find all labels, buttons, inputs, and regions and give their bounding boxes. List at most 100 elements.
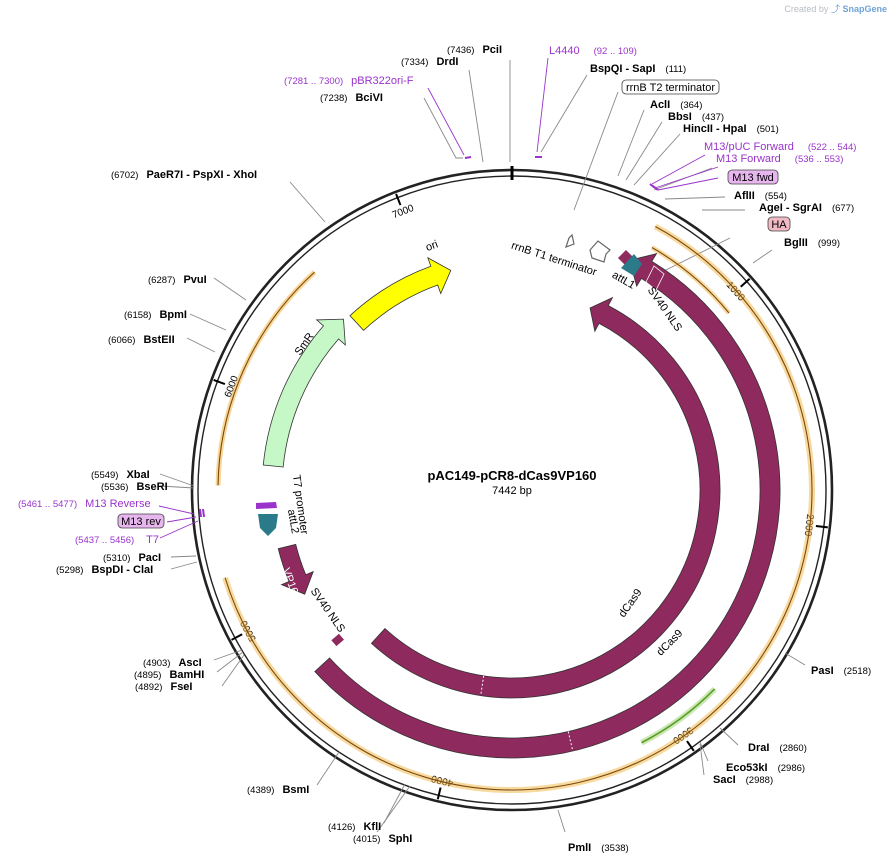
- site-label-part: DraI: [748, 742, 769, 754]
- primer-label-part: (5461 .. 5477): [18, 499, 77, 510]
- dcas9-inner-label: dCas9: [617, 587, 645, 620]
- primer-label-part: (92 .. 109): [594, 46, 637, 57]
- primer-label-part: L4440: [549, 45, 580, 57]
- primer-label-part: M13 Forward: [716, 153, 781, 165]
- rrnb-t1-terminator-label: rrnB T1 terminator: [510, 240, 599, 279]
- site-label: (4903)AscI: [143, 657, 202, 669]
- t7-promoter-arrow: [256, 502, 277, 509]
- site-label: DraI (2860): [748, 742, 807, 754]
- site-label-part: (5310): [103, 553, 130, 564]
- dcas9-outer-arrow: [314, 253, 781, 759]
- primer-label-part: pBR322ori-F: [351, 75, 414, 87]
- m13-rev-label-box: [117, 513, 165, 529]
- site-label-part: BbsI: [668, 111, 692, 123]
- site-label: PmlI (3538): [568, 842, 629, 854]
- site-label-part: AgeI - SgrAI: [759, 202, 822, 214]
- scale-tick: [395, 193, 402, 206]
- site-label-part: (2860): [779, 743, 806, 754]
- site-label-part: (554): [765, 191, 787, 202]
- site-label-part: DrdI: [436, 56, 458, 68]
- site-label: (7334) DrdI: [401, 56, 458, 68]
- site-label-part: (501): [757, 124, 779, 135]
- scale-tick: [686, 740, 695, 752]
- site-label: (5549) XbaI: [91, 469, 150, 481]
- plasmid-name: pAC149-pCR8-dCas9VP160: [427, 468, 596, 483]
- vp160-arrow: [277, 543, 314, 595]
- site-label-part: (6287): [148, 275, 175, 286]
- site-label: (4389)BsmI: [247, 784, 309, 796]
- orf-arc-top-right-line: [651, 247, 730, 314]
- dcas9-separator: [480, 675, 485, 696]
- site-label: (7238)BciVI: [320, 92, 383, 104]
- site-leader-lines: [159, 60, 806, 833]
- site-label: (5298)BspDI - ClaI: [56, 564, 153, 576]
- primer-label-part: (7281 .. 7300): [284, 76, 343, 87]
- site-label-part: (3538): [601, 843, 628, 854]
- site-label: (5536) BseRI: [101, 481, 168, 493]
- sv40-nls-bottom-mark: [331, 633, 344, 647]
- site-label: BspQI - SapI(111): [590, 63, 686, 75]
- plasmid-length: 7442 bp: [492, 485, 532, 497]
- ha-label: HA: [771, 219, 787, 231]
- scale-tick: [815, 524, 828, 529]
- m13-rev-label: M13 rev: [121, 516, 161, 528]
- site-label-part: PvuI: [183, 274, 206, 286]
- dcas9-inner-arrow: [370, 296, 721, 699]
- site-label-part: (4015): [353, 834, 380, 845]
- site-label-part: PacI: [138, 552, 161, 564]
- site-label-part: BamHI: [169, 669, 204, 681]
- smr-arrow: [262, 318, 346, 468]
- site-label-part: (5549): [91, 470, 118, 481]
- site-label-part: PciI: [482, 44, 502, 56]
- ha-label-box: [767, 216, 791, 232]
- site-label-part: PasI: [811, 665, 834, 677]
- primer-label-part: (536 .. 553): [795, 154, 844, 165]
- scale-tick: [213, 379, 226, 386]
- scale-tick: [740, 278, 751, 288]
- site-label: (6158) BpmI: [124, 309, 187, 321]
- site-label: (6702) PaeR7I - PspXI - XhoI: [111, 169, 257, 181]
- site-label-part: XbaI: [126, 469, 149, 481]
- site-label-part: (6158): [124, 310, 151, 321]
- site-label-part: PmlI: [568, 842, 591, 854]
- rrnb-t2-terminator-label: rrnB T2 terminator: [626, 82, 715, 94]
- site-label: AflII(554): [734, 190, 787, 202]
- site-label-part: BpmI: [159, 309, 187, 321]
- primer-label-part: M13 Reverse: [85, 498, 150, 510]
- site-label-part: AscI: [178, 657, 201, 669]
- site-label-part: (7238): [320, 93, 347, 104]
- site-label: (4895)BamHI: [134, 669, 204, 681]
- attl2-arrow: [258, 514, 278, 536]
- site-label-part: (6702): [111, 170, 138, 181]
- orf-green-arrow: [641, 688, 716, 744]
- primer-label: M13 Forward (536 .. 553): [716, 153, 843, 165]
- site-label-part: (6066): [108, 335, 135, 346]
- primer-label-part: T7: [146, 534, 159, 546]
- site-label: PasI(2518): [811, 665, 871, 677]
- site-label: AclI(364): [650, 99, 702, 111]
- attl2-label: attL2: [285, 508, 301, 534]
- sv40-nls-bottom-label: SV40 NLS: [308, 586, 347, 635]
- site-label-part: (5536): [101, 482, 128, 493]
- site-label-part: (4892): [135, 682, 162, 693]
- primer-label: (5461 .. 5477) M13 Reverse: [18, 498, 151, 510]
- site-label-part: (7436): [447, 45, 474, 56]
- site-label: (6066)BstEII: [108, 334, 175, 346]
- credit-prefix: Created by: [784, 4, 829, 14]
- sv40-nls-top-arrow: [645, 265, 665, 291]
- site-label-part: PaeR7I - PspXI - XhoI: [146, 169, 257, 181]
- primer-label: (7281 .. 7300) pBR322ori-F: [284, 75, 414, 87]
- ori-arrow: [349, 256, 452, 331]
- site-label-part: (7334): [401, 57, 428, 68]
- site-label-part: (364): [680, 100, 702, 111]
- site-label: (5310) PacI: [103, 552, 161, 564]
- primer-label: (5437 .. 5456) T7: [75, 534, 159, 546]
- site-label-part: FseI: [170, 681, 192, 693]
- site-label-part: BseRI: [136, 481, 167, 493]
- primer-label: L4440 (92 .. 109): [549, 45, 637, 57]
- site-label: (4892) FseI: [135, 681, 192, 693]
- primer-label-part: (5437 .. 5456): [75, 535, 134, 546]
- site-label-part: (4389): [247, 785, 274, 796]
- attl1-arrow: [618, 250, 644, 276]
- site-label: SacI(2988): [713, 774, 773, 786]
